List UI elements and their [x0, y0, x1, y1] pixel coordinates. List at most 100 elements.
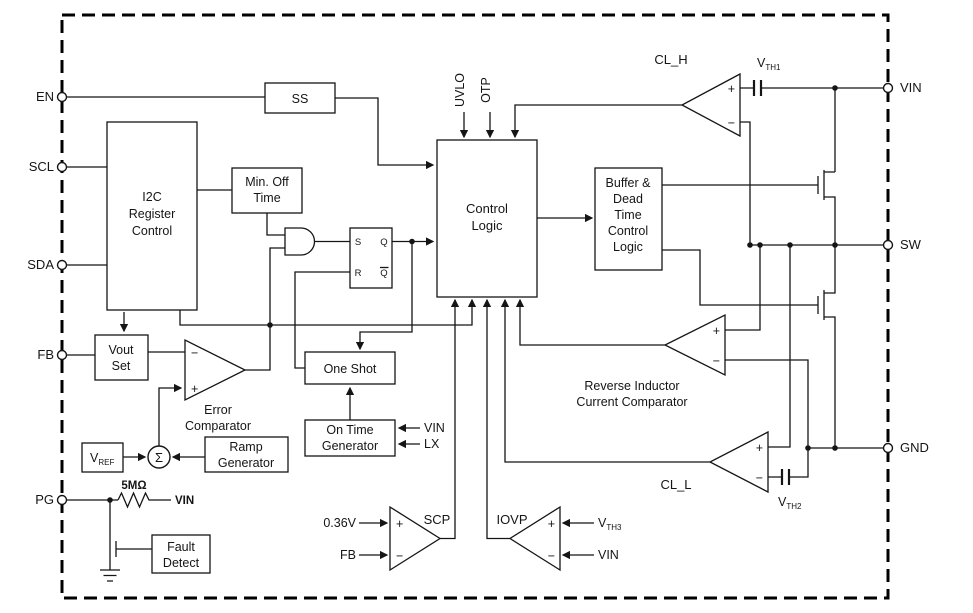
scp-ref-label: 0.36V	[323, 516, 356, 530]
cll-plus-sign: +	[756, 441, 763, 455]
wire-latch-q-to-oneshot	[355, 241, 413, 351]
fault-detect-box	[151, 534, 211, 574]
sum-circle	[147, 445, 171, 469]
clh-plus-sign: +	[728, 82, 735, 96]
wire-cll-inputs	[768, 245, 809, 478]
vout-set-label: Set	[112, 359, 131, 373]
latch-s-label: S	[355, 237, 361, 248]
ontime-vin-label: VIN	[424, 421, 445, 435]
cll-comparator: + − CL_L VTH2	[660, 430, 802, 511]
pin-vin-label: VIN	[900, 80, 922, 95]
pin-en-label: EN	[36, 89, 54, 104]
wire-buffer-to-gates	[662, 184, 818, 306]
i2c-label: Control	[132, 224, 172, 238]
ramp-label: Ramp	[229, 440, 262, 454]
pin-pg-label: PG	[35, 492, 54, 507]
block-on-time-generator: On Time Generator	[304, 419, 396, 457]
vout-set-label: Vout	[108, 343, 134, 357]
pullup-resistor-icon: 5MΩ VIN	[117, 480, 194, 509]
block-i2c-register-control: I2C Register Control	[106, 121, 198, 311]
reverse-plus-sign: +	[713, 324, 720, 338]
pin-sw	[882, 239, 894, 251]
scp-triangle	[389, 505, 442, 572]
top-signal-labels: UVLO OTP	[453, 73, 493, 107]
wire-cll-to-control	[500, 298, 710, 463]
junction-dot	[267, 322, 273, 328]
vth2-capacitor-icon	[780, 469, 791, 485]
block-ramp-generator: Ramp Generator	[204, 436, 289, 473]
ic-boundary	[60, 13, 890, 600]
one-shot-label: One Shot	[324, 362, 377, 376]
min-off-box	[231, 167, 303, 214]
latch-box	[349, 227, 393, 289]
iovp-triangle	[508, 505, 561, 572]
block-control-logic: Control Logic	[436, 139, 538, 298]
wire-scp-to-control	[440, 298, 460, 540]
buffer-label: Dead	[613, 192, 643, 206]
latch-r-label: R	[355, 268, 362, 279]
junction-dot	[757, 242, 763, 248]
clh-minus-sign: −	[728, 116, 735, 130]
wire-ss-to-control	[335, 97, 435, 170]
and-gate	[284, 227, 316, 256]
wire-error-to-and	[245, 247, 285, 371]
block-ss: SS	[264, 82, 336, 114]
vref-box	[81, 442, 124, 473]
iovp-label: IOVP	[496, 512, 527, 527]
ontime-lx-label: LX	[424, 437, 440, 451]
pin-sda-label: SDA	[27, 257, 54, 272]
on-time-box	[304, 419, 396, 457]
sigma-symbol: Σ	[155, 450, 163, 465]
cll-triangle	[708, 430, 769, 494]
one-shot-box	[304, 351, 396, 385]
pg-mosfet-icon	[109, 536, 117, 560]
iovp-minus-sign: −	[548, 549, 555, 563]
resistor-zigzag	[117, 491, 150, 509]
pin-fb	[56, 349, 68, 361]
buffer-label: Control	[608, 224, 648, 238]
block-one-shot: One Shot	[304, 351, 396, 385]
vth1-label: VTH1	[757, 56, 781, 72]
clh-comparator: + − CL_H VTH1	[654, 52, 781, 138]
reverse-comp-triangle	[663, 313, 726, 377]
and-gate-icon	[284, 227, 316, 256]
iovp-vin-label: VIN	[598, 548, 619, 562]
pin-pg	[56, 494, 68, 506]
wire-reverse-comp-inputs	[725, 245, 809, 448]
error-comparator-triangle	[184, 338, 247, 402]
junction-dot	[832, 445, 838, 451]
buffer-box	[594, 167, 663, 271]
vref-label: VREF	[90, 451, 114, 467]
junction-dot	[832, 85, 838, 91]
pin-gnd	[882, 442, 894, 454]
vth2-label: VTH2	[778, 495, 802, 511]
wire-pg-network	[62, 499, 171, 570]
reverse-comp-label: Current Comparator	[576, 395, 687, 409]
junction-dot	[787, 242, 793, 248]
block-vout-set: Vout Set	[94, 334, 149, 381]
junction-dot	[409, 238, 415, 245]
ss-box	[264, 82, 336, 114]
vout-set-box	[94, 334, 149, 381]
otp-label: OTP	[479, 77, 493, 103]
min-off-label: Min. Off	[245, 175, 289, 189]
pin-en	[56, 91, 68, 103]
pin-fb-label: FB	[37, 347, 54, 362]
iovp-vth3-label: VTH3	[598, 516, 622, 532]
uvlo-label: UVLO	[453, 73, 467, 107]
pin-scl-label: SCL	[29, 159, 54, 174]
junction-dot	[747, 242, 753, 248]
wire-i2c-error-to-control	[179, 298, 477, 326]
scp-fb-label: FB	[340, 548, 356, 562]
scp-comparator: + − SCP 0.36V FB	[323, 505, 450, 572]
high-side-mosfet-icon	[817, 170, 825, 200]
summing-junction: Σ	[147, 445, 171, 469]
error-comparator: − + Error Comparator	[184, 338, 251, 433]
resistor-value-label: 5MΩ	[121, 480, 146, 492]
reverse-comp-label: Reverse Inductor	[584, 379, 679, 393]
wire-iovp-to-control	[482, 298, 510, 540]
clh-label: CL_H	[654, 52, 687, 67]
wire-reverse-comp-to-control	[515, 298, 665, 346]
